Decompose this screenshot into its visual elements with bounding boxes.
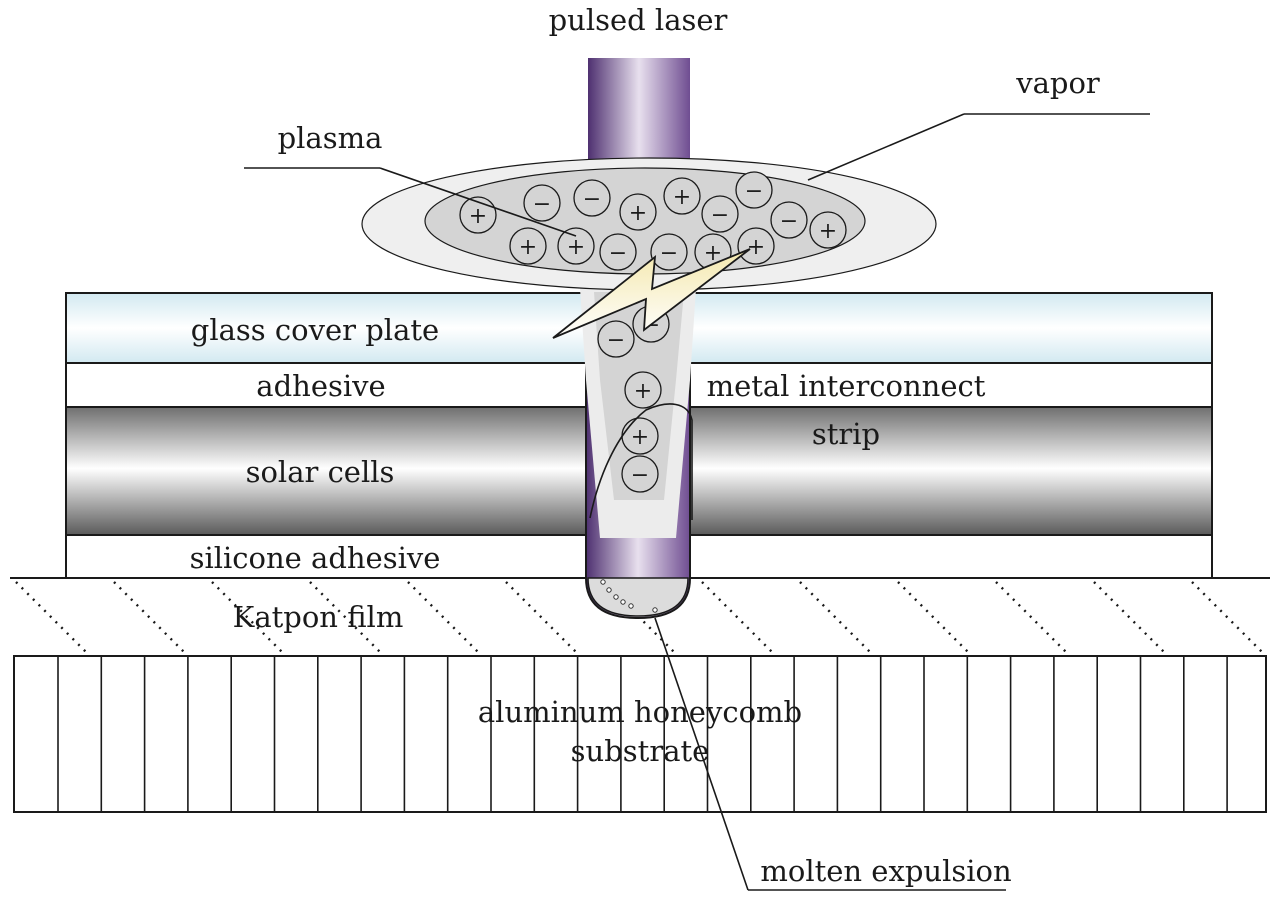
- plasma-label: plasma: [278, 121, 383, 155]
- negative-ion-icon: [573, 179, 611, 217]
- metal-interconnect-label: metal interconnect: [707, 369, 986, 403]
- diagram-labels: pulsed laser vapor plasma glass cover pl…: [190, 3, 1100, 888]
- katpon-film-hatch: [407, 581, 481, 655]
- ion-sign: −: [745, 179, 763, 204]
- katpon-film-hatch: [15, 581, 89, 655]
- ion-particles: +−−++−−−+++−−++−−++−: [459, 171, 847, 493]
- ion-sign: −: [609, 241, 627, 266]
- ion-sign: +: [631, 425, 649, 450]
- ion-sign: −: [660, 241, 678, 266]
- negative-ion-icon: [597, 320, 635, 358]
- ion-sign: +: [747, 235, 765, 260]
- ion-sign: +: [704, 241, 722, 266]
- ion-sign: +: [519, 235, 537, 260]
- negative-ion-icon: [599, 233, 637, 271]
- positive-ion-icon: [557, 227, 595, 265]
- aluminum-honeycomb-substrate: [13, 655, 1267, 813]
- positive-ion-icon: [509, 227, 547, 265]
- ion-sign: −: [533, 192, 551, 217]
- molten-pool: [587, 577, 689, 617]
- ion-sign: +: [567, 235, 585, 260]
- katpon-film-label: Katpon film: [233, 600, 404, 634]
- silicone-adhesive-label: silicone adhesive: [190, 541, 441, 575]
- katpon-film-hatch: [309, 581, 383, 655]
- leader-lines: [244, 113, 1150, 891]
- ion-sign: −: [711, 203, 729, 228]
- katpon-film-hatch: [505, 581, 579, 655]
- laser-beam: [588, 58, 690, 168]
- katpon-film-hatch: [701, 581, 775, 655]
- adhesive-label: adhesive: [256, 369, 385, 403]
- vapor-label: vapor: [1015, 66, 1100, 100]
- katpon-film-hatch: [1191, 581, 1265, 655]
- ion-sign: −: [583, 187, 601, 212]
- negative-ion-icon: [701, 195, 739, 233]
- glass-cover-plate-label: glass cover plate: [191, 313, 439, 347]
- katpon-film-hatch: [995, 581, 1069, 655]
- katpon-film-hatch: [799, 581, 873, 655]
- positive-ion-icon: [809, 211, 847, 249]
- ion-sign: +: [673, 185, 691, 210]
- positive-ion-icon: [737, 227, 775, 265]
- negative-ion-icon: [735, 171, 773, 209]
- ion-sign: −: [607, 328, 625, 353]
- katpon-film-hatch: [113, 581, 187, 655]
- ion-sign: +: [629, 201, 647, 226]
- spark-icon: [552, 248, 751, 339]
- positive-ion-icon: [619, 193, 657, 231]
- katpon-film-hatch: [211, 581, 285, 655]
- negative-ion-icon: [621, 455, 659, 493]
- negative-ion-icon: [650, 233, 688, 271]
- ion-sign: −: [631, 463, 649, 488]
- ion-sign: +: [819, 219, 837, 244]
- katpon-film-hatch: [1093, 581, 1167, 655]
- ion-sign: +: [469, 204, 487, 229]
- ion-sign: +: [634, 379, 652, 404]
- positive-ion-icon: [459, 196, 497, 234]
- solar-cells-label: solar cells: [246, 455, 395, 489]
- honeycomb-label-line2: substrate: [571, 734, 710, 768]
- strip-label: strip: [812, 417, 880, 451]
- positive-ion-icon: [624, 371, 662, 409]
- negative-ion-icon: [523, 184, 561, 222]
- honeycomb-label-line1: aluminum honeycomb: [478, 695, 802, 729]
- katpon-film-hatch: [897, 581, 971, 655]
- molten-droplets: [600, 579, 658, 613]
- ion-sign: −: [780, 209, 798, 234]
- positive-ion-icon: [663, 177, 701, 215]
- pulsed-laser-label: pulsed laser: [549, 3, 728, 37]
- molten-expulsion-label: molten expulsion: [760, 854, 1011, 888]
- negative-ion-icon: [770, 201, 808, 239]
